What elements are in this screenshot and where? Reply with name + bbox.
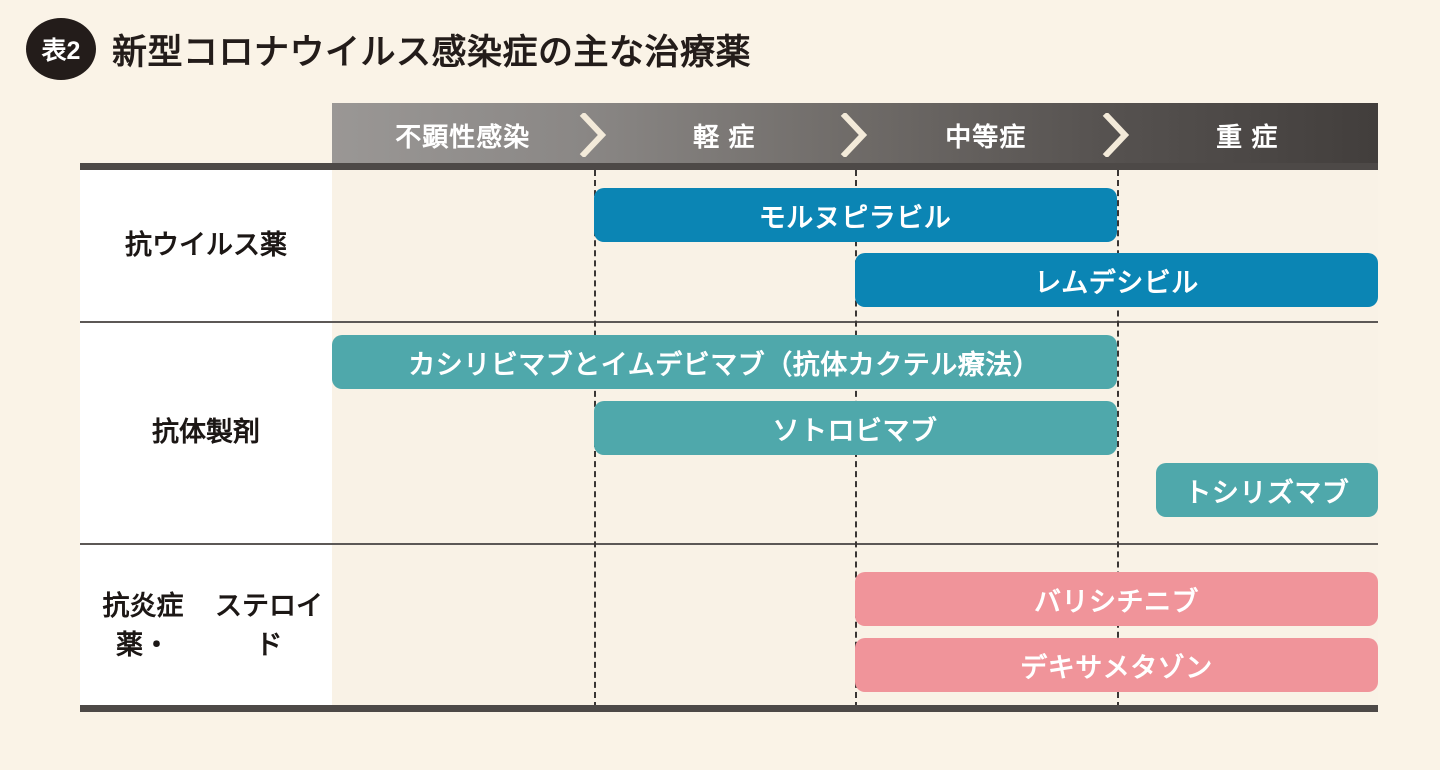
drug-bar[interactable]: モルヌピラビル xyxy=(593,188,1117,242)
stage-header-1: 軽 症 xyxy=(693,121,756,152)
row-label-2: 抗炎症薬・ステロイド xyxy=(80,544,332,708)
stage-header-3: 重 症 xyxy=(1216,121,1279,152)
row-separator-0 xyxy=(80,321,1378,323)
row-label-column xyxy=(80,170,332,708)
row-label-line: ステロイド xyxy=(215,590,323,660)
figure-number-badge: 表2 xyxy=(26,18,96,80)
stage-divider-3 xyxy=(1116,170,1119,708)
row-label-line: 抗炎症薬・ xyxy=(102,590,184,660)
drug-bar[interactable]: ソトロビマブ xyxy=(593,401,1117,455)
drug-bar-label: レムデシビル xyxy=(1034,267,1199,298)
drug-bar[interactable]: デキサメタゾン xyxy=(855,638,1378,692)
stage-header-0: 不顕性感染 xyxy=(395,121,531,152)
drug-bar-label: トシリズマブ xyxy=(1184,477,1350,508)
drug-bar-label: デキサメタゾン xyxy=(1020,652,1213,683)
drug-bar[interactable]: レムデシビル xyxy=(855,253,1378,307)
treatment-severity-table: 不顕性感染 軽 症 中等症 重 症 抗ウイルス薬抗体製剤抗炎症薬・ステロイド モルヌピ… xyxy=(80,103,1378,712)
drug-bar[interactable]: トシリズマブ xyxy=(1155,463,1378,517)
chevron-right-icon xyxy=(1101,113,1131,157)
chevron-right-icon xyxy=(839,113,869,157)
drug-bar-label: バリシチニブ xyxy=(1034,586,1199,617)
drug-bar-label: カシリビマブとイムデビマブ（抗体カクテル療法） xyxy=(408,349,1041,380)
page-title: 新型コロナウイルス感染症の主な治療薬 xyxy=(112,32,752,72)
chevron-right-icon xyxy=(578,113,608,157)
severity-stage-header: 不顕性感染 軽 症 中等症 重 症 xyxy=(332,103,1378,167)
table-body: 抗ウイルス薬抗体製剤抗炎症薬・ステロイド モルヌピラビルレムデシビルカシリビマブ… xyxy=(80,170,1378,708)
drug-bar[interactable]: バリシチニブ xyxy=(855,572,1378,626)
row-separator-1 xyxy=(80,543,1378,545)
row-label-line: 抗ウイルス薬 xyxy=(125,230,287,261)
stage-header-2: 中等症 xyxy=(945,121,1027,152)
row-label-1: 抗体製剤 xyxy=(80,322,332,544)
row-label-line: 抗体製剤 xyxy=(152,417,260,448)
row-label-0: 抗ウイルス薬 xyxy=(80,170,332,322)
drug-bar[interactable]: カシリビマブとイムデビマブ（抗体カクテル療法） xyxy=(332,335,1117,389)
figure-title-row: 表2 新型コロナウイルス感染症の主な治療薬 xyxy=(0,0,1440,98)
drug-bar-label: モルヌピラビル xyxy=(758,202,952,233)
drug-bar-label: ソトロビマブ xyxy=(772,415,938,446)
table-bottom-rule xyxy=(80,705,1378,712)
header-bottom-rule xyxy=(80,163,1378,170)
